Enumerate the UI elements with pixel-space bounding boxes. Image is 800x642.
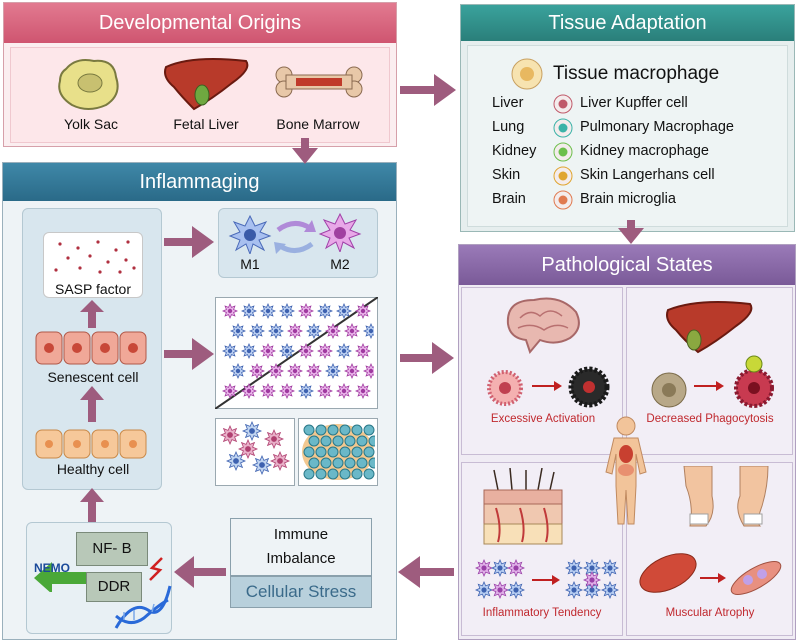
fetal-liver-label: Fetal Liver <box>173 116 239 132</box>
m2-macrophage-icon <box>318 212 362 252</box>
fetal-liver-icon <box>164 58 249 111</box>
cellular-stress-box <box>230 576 372 608</box>
arrow-sasp-to-m1m2 <box>164 226 214 258</box>
yolk-sac-icon <box>58 59 119 110</box>
arrow-stress-to-signaling <box>174 556 226 588</box>
senescent-label: Senescent cell <box>47 369 139 385</box>
cellular-stress-label: Cellular Stress <box>245 582 357 601</box>
muscle-icon <box>639 553 697 593</box>
activated-macrophage-icon <box>487 370 523 406</box>
tissue-macrophage-header: Tissue macrophage <box>553 63 720 84</box>
tissue-organ-label: Skin <box>492 167 521 183</box>
tissue-cell-label: Liver Kupffer cell <box>580 95 688 111</box>
dna-icon <box>114 585 172 629</box>
human-body-icon <box>605 416 647 525</box>
arrow-healthy-to-senescent <box>80 386 104 422</box>
atrophy-arrow-icon <box>700 573 726 583</box>
inflammaging-title: Inflammaging <box>3 163 396 201</box>
healthy-cells-icon <box>35 429 147 459</box>
arrow-tissue-to-pathology <box>618 220 644 244</box>
brain-icon <box>506 297 580 355</box>
tissue-organ-label: Kidney <box>492 143 537 159</box>
sasp-label: SASP factor <box>54 281 131 297</box>
lightning-icon <box>149 557 163 581</box>
tissue-cell-icon <box>553 142 573 162</box>
bone-marrow-icon <box>275 66 363 98</box>
ddr-label: DDR <box>97 578 131 595</box>
arrow-signaling-to-healthy <box>80 488 104 522</box>
tissue-cell-icon <box>553 118 573 138</box>
ddr-box <box>86 572 142 602</box>
decreased-phagocytosis-label: Decreased Phagocytosis <box>646 413 774 425</box>
tissue-organ-label: Lung <box>492 119 525 135</box>
tissue-cell-label: Kidney macrophage <box>580 143 709 159</box>
healthy-label: Healthy cell <box>56 461 130 477</box>
legs-icon <box>683 466 769 527</box>
tissue-cell-label: Skin Langerhans cell <box>580 167 715 183</box>
immune-label-line1: Immune <box>273 526 329 543</box>
pathological-states-title: Pathological States <box>459 245 795 285</box>
sasp-box <box>43 232 143 298</box>
bacteria-macrophage-icon <box>734 355 774 408</box>
liver-icon <box>666 301 753 354</box>
inflammatory-cells-icon <box>474 558 620 600</box>
polarization-arrows-icon <box>274 220 316 254</box>
tissue-cell-icon <box>553 190 573 210</box>
nfb-box <box>76 532 148 566</box>
skin-layers-icon <box>483 468 563 545</box>
muscular-atrophy-label: Muscular Atrophy <box>665 607 755 619</box>
arrow-senescent-to-sasp <box>80 300 104 328</box>
arrow-senescent-to-population <box>164 338 214 370</box>
arrow-inflammaging-to-pathology <box>400 342 454 374</box>
phagocyte-icon <box>651 372 687 408</box>
population-diagonal <box>215 297 378 409</box>
immune-label-line2: Imbalance <box>266 550 336 567</box>
tissue-cell-icon <box>553 166 573 186</box>
nemo-arrow-icon <box>34 562 86 592</box>
arrow-pathology-to-stress <box>398 556 454 588</box>
developmental-origins-panel: Developmental Origins Yolk Sac Fetal Liv… <box>3 2 397 147</box>
atrophied-muscle-icon <box>730 561 782 595</box>
immune-imbalance-box <box>230 518 372 576</box>
mixed-cells-icon <box>219 421 291 476</box>
bone-marrow-label: Bone Marrow <box>276 116 360 132</box>
m1-macrophage-icon <box>228 214 272 254</box>
tissue-cell-label: Pulmonary Macrophage <box>580 119 734 135</box>
tissue-cell-icon <box>553 94 573 114</box>
tissue-cluster-icon <box>302 424 375 480</box>
nfb-label: NF- B <box>92 540 132 557</box>
arrow-origins-to-tissue <box>400 74 456 106</box>
sasp-dots-icon <box>54 240 136 274</box>
tissue-adaptation-title: Tissue Adaptation <box>461 5 794 41</box>
tissue-adaptation-panel: Tissue Adaptation Tissue macrophage <box>460 4 795 232</box>
phagocytosis-arrow-icon <box>694 381 724 391</box>
macrophage-population-icon <box>222 303 374 399</box>
macrophage-icon <box>511 58 543 90</box>
tissue-organ-label: Brain <box>492 191 526 207</box>
arrow-origins-to-inflammaging <box>292 138 318 164</box>
excessive-activation-label: Excessive Activation <box>490 413 596 425</box>
senescent-cells-icon <box>35 331 147 365</box>
m1-label: M1 <box>240 256 260 272</box>
developmental-origins-title: Developmental Origins <box>4 3 396 43</box>
nemo-label: NEMO <box>34 561 70 575</box>
dark-macrophage-icon <box>568 366 610 408</box>
m2-label: M2 <box>330 256 350 272</box>
yolk-sac-label: Yolk Sac <box>64 116 118 132</box>
excessive-arrow-icon <box>532 381 562 391</box>
tissue-cell-label: Brain microglia <box>580 191 676 207</box>
inflammatory-tendency-label: Inflammatory Tendency <box>482 607 602 619</box>
tissue-organ-label: Liver <box>492 95 524 111</box>
